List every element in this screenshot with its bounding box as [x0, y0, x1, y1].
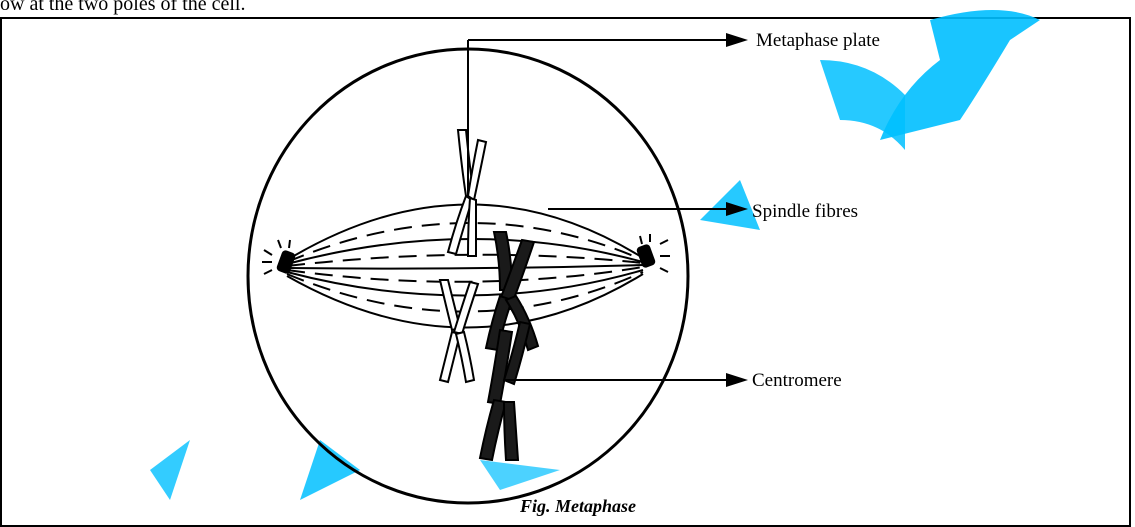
leader-metaphase-plate — [468, 40, 728, 196]
label-centromere: Centromere — [752, 368, 842, 393]
arrow-metaphase-plate — [726, 33, 748, 47]
arrow-spindle-fibres — [726, 202, 748, 216]
chromosome-dark — [480, 232, 538, 460]
label-metaphase-plate: Metaphase plate — [756, 28, 886, 53]
arrow-centromere — [726, 373, 748, 387]
left-pole — [262, 240, 295, 274]
figure-caption: Fig. Metaphase — [520, 496, 636, 517]
label-spindle-fibres: Spindle fibres — [752, 199, 858, 224]
right-pole — [637, 234, 670, 272]
